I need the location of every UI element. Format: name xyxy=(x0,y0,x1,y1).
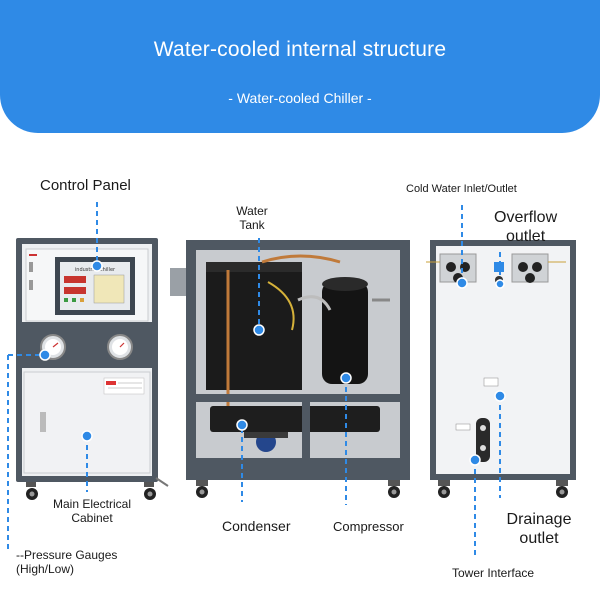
condenser-body xyxy=(210,406,380,432)
label-drainage-line2: outlet xyxy=(519,530,559,547)
label-drainage-line1: Drainage xyxy=(506,511,572,528)
label-overflow: Overflow outlet xyxy=(494,208,557,246)
page-title: Water-cooled internal structure xyxy=(153,38,447,61)
callout-markers xyxy=(39,260,506,466)
label-pressure-line1: --Pressure Gauges xyxy=(16,548,118,562)
label-pressure-gauges: --Pressure Gauges (High/Low) xyxy=(16,548,117,576)
page-subtitle: - Water-cooled Chiller - xyxy=(228,90,372,106)
header-banner xyxy=(0,0,600,133)
label-cold-water: Cold Water Inlet/Outlet xyxy=(406,183,517,195)
label-overflow-line2: outlet xyxy=(506,228,546,245)
compressor-body xyxy=(322,282,368,384)
label-condenser: Condenser xyxy=(222,518,291,534)
label-main-cabinet-line2: Cabinet xyxy=(71,511,113,525)
label-drainage: Drainage outlet xyxy=(496,510,582,548)
label-water-tank-line1: Water xyxy=(236,204,268,218)
label-main-cabinet-line1: Main Electrical xyxy=(52,497,132,511)
label-pressure-line2: (High/Low) xyxy=(16,562,75,576)
label-main-cabinet: Main Electrical Cabinet xyxy=(40,497,144,525)
label-overflow-line1: Overflow xyxy=(494,209,558,226)
callout-leaders xyxy=(7,202,501,555)
label-control-panel: Control Panel xyxy=(40,177,131,194)
interior-unit xyxy=(170,240,410,498)
rear-unit xyxy=(426,240,576,498)
water-tank xyxy=(206,262,302,390)
label-water-tank-line2: Tank xyxy=(239,218,265,232)
front-unit: industrial chiller xyxy=(16,238,169,500)
label-compressor: Compressor xyxy=(333,519,404,534)
label-water-tank: Water Tank xyxy=(228,204,276,232)
drain-port xyxy=(476,418,490,462)
label-tower-interface: Tower Interface xyxy=(452,566,535,580)
